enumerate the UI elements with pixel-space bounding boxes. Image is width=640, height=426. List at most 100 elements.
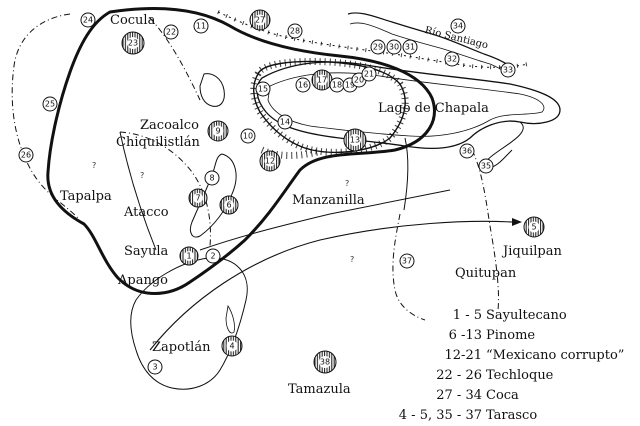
site-marker-1: 1	[179, 246, 199, 266]
marker-label-backdrop	[316, 74, 328, 86]
site-marker-16: 16	[295, 77, 311, 93]
marker-label-backdrop	[224, 200, 234, 210]
rio-santiago	[347, 12, 513, 69]
site-marker-9: 9	[207, 120, 229, 142]
site-marker-2: 2	[205, 248, 221, 264]
techloque-boundary	[11, 13, 79, 219]
place-zacoalco: Zacoalco	[140, 118, 199, 133]
place-quitupan: Quitupan	[455, 266, 517, 281]
site-marker-36: 36	[459, 143, 475, 159]
marker-number: 26	[21, 151, 31, 160]
marker-number: 36	[462, 147, 472, 156]
marker-number: 2	[210, 252, 215, 261]
marker-number: 18	[332, 81, 342, 90]
rio-santiago-bank	[349, 22, 513, 77]
legend-row: 27 - 34 Coca	[398, 386, 638, 406]
place-sayula: Sayula	[124, 244, 169, 259]
marker-number: 31	[405, 43, 415, 52]
unknown-mark-3: ?	[345, 179, 349, 188]
site-marker-14: 14	[277, 114, 293, 130]
sayultecano-boundary	[46, 7, 436, 295]
marker-circle	[147, 359, 163, 375]
site-marker-21: 21	[361, 66, 377, 82]
marker-circle	[500, 62, 516, 78]
marker-circle	[240, 128, 256, 144]
marker-circle	[459, 143, 475, 159]
marker-circle	[42, 96, 58, 112]
legend-label: Coca	[486, 388, 519, 403]
unknown-mark-2: ?	[140, 171, 144, 180]
marker-circle	[478, 158, 494, 174]
arrow-head-icon	[512, 218, 522, 226]
marker-number: 8	[209, 174, 214, 183]
pinome-west-boundary	[119, 131, 157, 251]
place-zapotlan: Zapotlán	[152, 340, 211, 355]
marker-number: 12	[265, 157, 275, 166]
marker-number: 30	[389, 43, 399, 52]
marker-number: 17	[317, 76, 327, 85]
marker-number: 14	[280, 118, 290, 127]
legend-label: “Mexicano corrupto”	[486, 348, 625, 363]
marker-label-backdrop	[254, 14, 266, 26]
site-marker-8: 8	[204, 170, 220, 186]
site-marker-27: 27	[249, 9, 271, 31]
site-marker-12: 12	[259, 150, 281, 172]
lake-chapala-shore	[256, 61, 561, 150]
marker-label-backdrop	[193, 193, 203, 203]
legend-range: 4 - 5, 35 - 37	[398, 408, 482, 423]
marker-circle	[450, 18, 466, 34]
legend-row: 22 - 26 Techloque	[398, 366, 638, 386]
marker-number: 6	[226, 201, 231, 210]
site-marker-23: 23	[121, 31, 145, 55]
unknown-mark-1: ?	[92, 161, 96, 170]
place-apango: Apango	[118, 273, 168, 288]
marker-number: 38	[320, 358, 330, 367]
site-marker-35: 35	[478, 158, 494, 174]
marker-number: 16	[298, 81, 308, 90]
marker-number: 23	[128, 39, 138, 48]
route-arrow	[149, 220, 513, 351]
unknown-mark-4: ?	[350, 255, 354, 264]
legend-row: 1 - 5 Sayultecano	[398, 306, 638, 326]
marker-number: 22	[166, 28, 176, 37]
marker-number: 33	[503, 66, 513, 75]
marker-label-backdrop	[226, 340, 238, 352]
marker-label-backdrop	[318, 355, 332, 369]
site-marker-28: 28	[287, 23, 303, 39]
marker-number: 10	[243, 132, 253, 141]
marker-label-backdrop	[264, 155, 276, 167]
place-tapalpa: Tapalpa	[60, 189, 112, 204]
marker-number: 9	[215, 127, 220, 136]
site-marker-17: 17	[311, 69, 333, 91]
legend: 1 - 5 Sayultecano 6 -13 Pinome 12-21 “Me…	[398, 306, 638, 426]
zapotlan-lake	[225, 304, 235, 334]
marker-circle	[287, 23, 303, 39]
marker-label-backdrop	[184, 251, 194, 261]
legend-range: 12-21	[444, 348, 482, 363]
place-manzanilla: Manzanilla	[292, 193, 365, 208]
site-marker-10: 10	[240, 128, 256, 144]
marker-number: 20	[354, 76, 364, 85]
site-marker-4: 4	[221, 335, 243, 357]
site-marker-7: 7	[188, 188, 208, 208]
legend-range: 27 - 34	[436, 388, 482, 403]
marker-number: 1	[186, 252, 191, 261]
marker-circle	[399, 253, 415, 269]
site-marker-18: 18	[329, 77, 345, 93]
tarasco-boundary	[199, 189, 451, 251]
place-lago-chapala: Lago de Chapala	[378, 101, 489, 116]
marker-circle	[295, 77, 311, 93]
marker-number: 27	[255, 16, 265, 25]
site-marker-24: 24	[80, 12, 96, 28]
legend-row: 12-21 “Mexicano corrupto”	[398, 346, 638, 366]
legend-label: Pinome	[486, 328, 536, 343]
marker-number: 25	[45, 100, 55, 109]
marker-number: 21	[364, 70, 374, 79]
site-marker-32: 32	[444, 51, 460, 67]
marker-circle	[444, 51, 460, 67]
place-tamazula: Tamazula	[288, 382, 351, 397]
marker-circle	[361, 66, 377, 82]
marker-circle	[277, 114, 293, 130]
marker-circle	[204, 170, 220, 186]
